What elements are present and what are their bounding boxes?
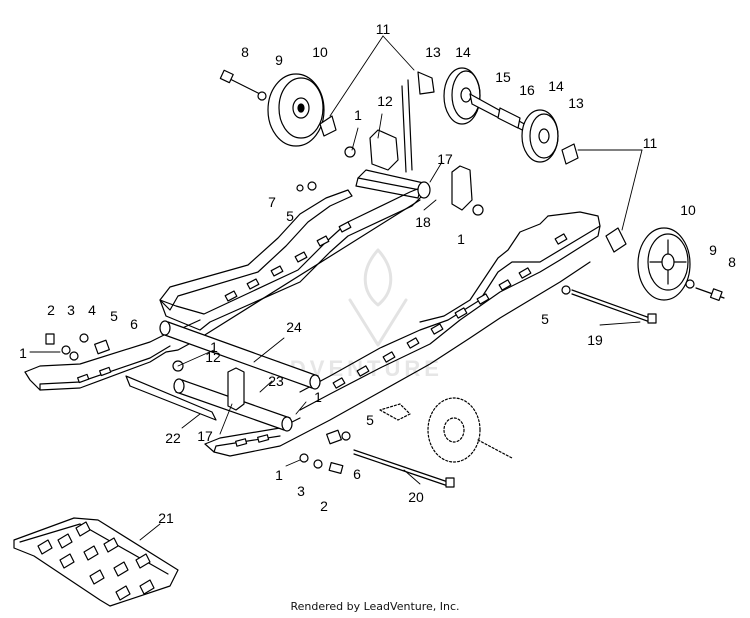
callout-1-washer-e: 1 (314, 389, 322, 405)
callout-2-bolt: 2 (47, 302, 55, 318)
callout-1-washer-f: 1 (275, 467, 283, 483)
callout-18-shaft: 18 (415, 214, 431, 230)
callout-8-bolt: 8 (241, 44, 249, 60)
callout-1-washer-c: 1 (19, 345, 27, 361)
track-section (13, 517, 179, 607)
callout-17-bracket: 17 (437, 151, 453, 167)
callout-5-washer-c: 5 (541, 311, 549, 327)
leader-lines (29, 35, 643, 541)
idler-wheel-left (219, 69, 337, 147)
callout-13-spacer-b: 13 (568, 95, 584, 111)
callout-7-nut: 7 (268, 194, 276, 210)
hardware-left (45, 146, 571, 475)
long-bolts (353, 289, 657, 488)
callout-15-axle: 15 (495, 69, 511, 85)
watermark-logo (348, 248, 408, 347)
callout-6-clip-b: 6 (353, 466, 361, 482)
rear-wheel-ghost (379, 397, 513, 463)
callout-14-wheel: 14 (455, 44, 471, 60)
callout-6-clip: 6 (130, 316, 138, 332)
callout-20-bolt: 20 (408, 489, 424, 505)
callout-22-bracket: 22 (165, 430, 181, 446)
callout-13-spacer: 13 (425, 44, 441, 60)
idler-wheel-right (605, 227, 725, 302)
callout-12-bracket-b: 12 (205, 349, 221, 365)
callout-8-bolt-b: 8 (728, 254, 736, 270)
callout-5-washer: 5 (286, 208, 294, 224)
callout-21-track: 21 (158, 510, 174, 526)
callout-1-washer-d: 1 (210, 339, 218, 355)
callout-10-idler-wheel-b: 10 (680, 202, 696, 218)
callout-2-bolt-b: 2 (320, 498, 328, 514)
callout-9-washer: 9 (275, 52, 283, 68)
callout-11-bearing-housing-b: 11 (642, 135, 658, 151)
callout-12-bracket: 12 (377, 93, 393, 109)
callout-10-idler-wheel: 10 (312, 44, 328, 60)
right-rail (204, 211, 601, 457)
callout-11-bearing-housing: 11 (375, 21, 391, 37)
callout-16-sleeve: 16 (519, 82, 535, 98)
callout-19-bolt: 19 (587, 332, 603, 348)
axle-assembly (417, 67, 579, 165)
render-credit: Rendered by LeadVenture, Inc. (290, 600, 460, 613)
callout-1-washer: 1 (354, 107, 362, 123)
upper-cross-shaft (355, 79, 473, 211)
left-rail (24, 187, 423, 391)
callout-1-washer-b: 1 (457, 231, 465, 247)
callout-14-wheel-b: 14 (548, 78, 564, 94)
callout-23-shaft: 23 (268, 373, 284, 389)
callout-9-washer-b: 9 (709, 242, 717, 258)
callout-3-washer: 3 (67, 302, 75, 318)
callout-3-washer-b: 3 (297, 483, 305, 499)
callout-5-washer-d: 5 (366, 412, 374, 428)
callout-17-bracket-b: 17 (197, 428, 213, 444)
callout-24-shaft: 24 (286, 319, 302, 335)
lower-shafts (125, 320, 321, 432)
callout-5-washer-b: 5 (110, 308, 118, 324)
callout-4-nut: 4 (88, 302, 96, 318)
